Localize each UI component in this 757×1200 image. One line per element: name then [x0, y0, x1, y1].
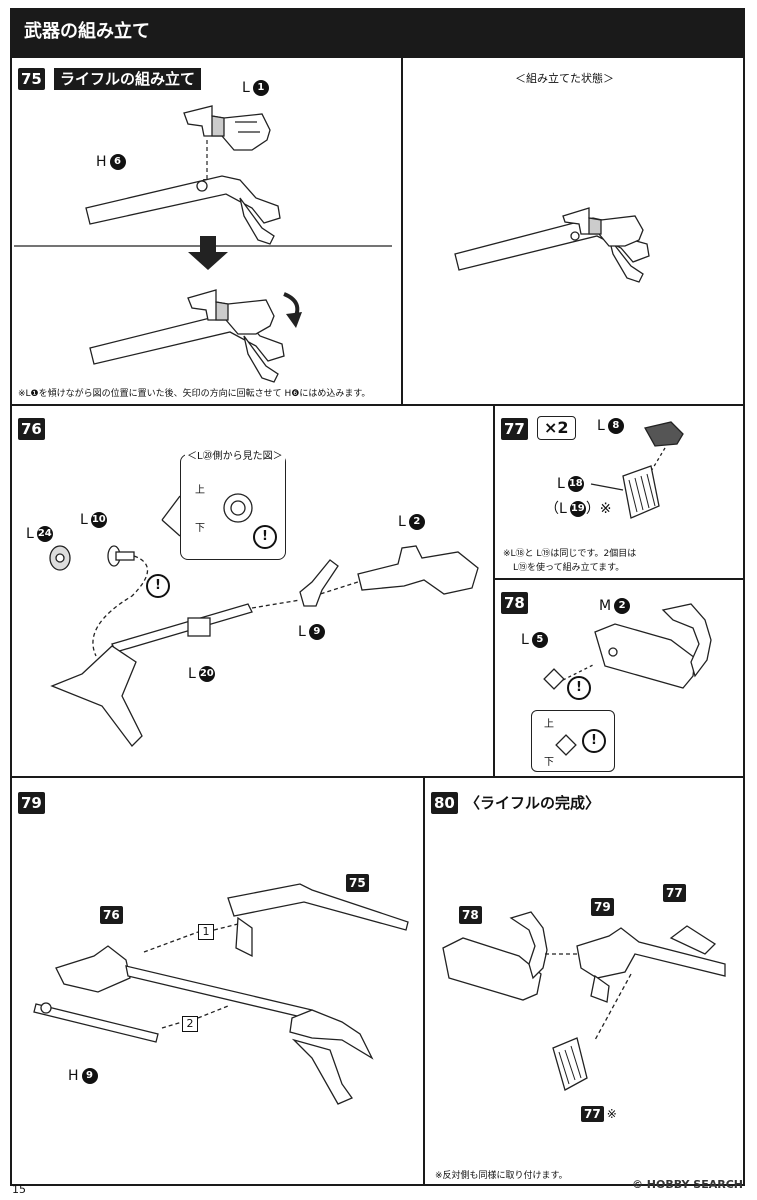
step-75-title: ライフルの組み立て [54, 68, 202, 90]
inset-bottom-label: 下 [544, 757, 554, 768]
step-77-illustration [590, 421, 684, 519]
ref-step-77-top: 77 [663, 884, 686, 902]
arrow-label-1: 1 [198, 924, 214, 940]
ref-step-77-bottom: 77※ [581, 1106, 617, 1122]
ref-step-78: 78 [459, 906, 482, 924]
view-inset: ＜L⑳側から見た図＞ 上 下 ! [180, 447, 286, 560]
assembled-caption: ＜組み立てた状態＞ [515, 72, 614, 85]
warning-icon: ! [253, 525, 277, 549]
assembled-illustration [454, 207, 650, 283]
step-75-result-panel: ＜組み立てた状態＞ [401, 56, 745, 406]
step-80-panel: 80 〈ライフルの完成〉 78 79 77 77※ ※反対側も同様に取り付けます… [423, 776, 745, 1186]
step-77-number: 77 [501, 418, 528, 440]
step-77-note-line1: ※L⑱と L⑲は同じです。2個目は [503, 549, 637, 559]
warning-icon: ! [146, 574, 170, 598]
step-80-note: ※反対側も同様に取り付けます。 [435, 1171, 568, 1181]
ref-step-79: 79 [591, 898, 614, 916]
step-75-illustration [14, 105, 392, 383]
page-number: 15 [12, 1183, 26, 1196]
step-80-number: 80 [431, 792, 458, 814]
ref-step-76: 76 [100, 906, 123, 924]
watermark: © HOBBY SEARCH [631, 1178, 743, 1191]
down-arrow-icon [188, 236, 228, 270]
arrow-label-2: 2 [182, 1016, 198, 1032]
orientation-inset: 上 下 ! [531, 710, 615, 772]
inset-top-label: 上 [544, 719, 554, 730]
step-78-illustration [543, 603, 712, 756]
step-75-note: ※L❶を傾けながら図の位置に置いた後、矢印の方向に回転させて H❻にはめ込みます… [18, 389, 371, 399]
frame-part-h6 [85, 175, 281, 245]
step-77-note-line2: L⑲を使って組み立てます。 [513, 563, 625, 573]
step-75-number: 75 [18, 68, 45, 90]
assembled-preview [89, 289, 285, 383]
section-title: 武器の組み立て [10, 8, 745, 56]
step-80-title: 〈ライフルの完成〉 [465, 794, 601, 812]
warning-icon: ! [582, 729, 606, 753]
ref-step-75: 75 [346, 874, 369, 892]
step-76-number: 76 [18, 418, 45, 440]
receiver-part-l1 [183, 105, 271, 151]
step-79-illustration [33, 883, 409, 1105]
inset-bottom-label: 下 [195, 523, 205, 534]
inset-top-label: 上 [195, 485, 205, 496]
inset-title: ＜L⑳側から見た図＞ [185, 447, 285, 462]
multiplier-box: ×2 [537, 416, 576, 440]
step-78-number: 78 [501, 592, 528, 614]
step-80-illustration [442, 911, 726, 1091]
warning-icon: ! [567, 676, 591, 700]
step-76-illustration [49, 493, 479, 747]
step-79-number: 79 [18, 792, 45, 814]
